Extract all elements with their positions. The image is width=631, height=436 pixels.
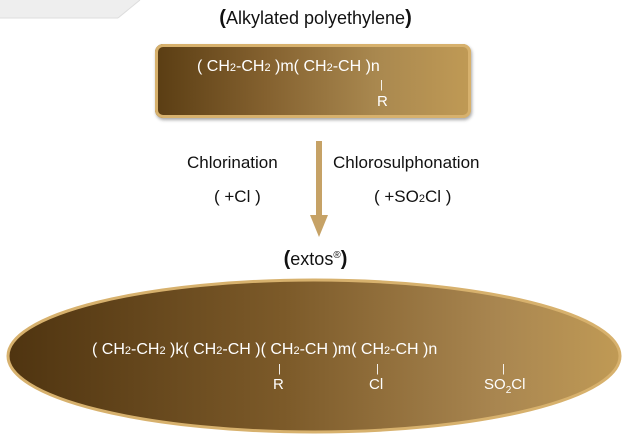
- chlorination-label: Chlorination: [187, 153, 278, 172]
- top-r-group: R: [377, 93, 388, 110]
- product-bond-bar-so2cl: |: [502, 363, 505, 375]
- chlorosulphonation-label: Chlorosulphonation: [333, 153, 480, 172]
- product-bond-bar-cl: |: [376, 363, 379, 375]
- product-bond-bar-r: |: [278, 363, 281, 375]
- product-formula: ( CH2-CH2 )k( CH2-CH )( CH2-CH )m( CH2-C…: [92, 341, 438, 358]
- product-so2cl-group: SO2Cl: [484, 376, 526, 396]
- product-r-group: R: [273, 376, 284, 393]
- corner-decoration: [0, 0, 141, 19]
- chlorosulphonation-reagent: ( +SO2Cl ): [374, 187, 452, 206]
- product-heading: (extos®): [283, 248, 348, 270]
- product-ellipse: [6, 278, 622, 434]
- chlorination-reagent: ( +Cl ): [214, 187, 261, 206]
- product-cl-group: Cl: [369, 376, 384, 393]
- reaction-arrow: [310, 141, 328, 237]
- top-heading: (Alkylated polyethylene): [219, 7, 412, 29]
- alkylated-polyethylene-box: ( CH2-CH2 )m( CH2-CH )n | R: [155, 44, 471, 118]
- top-bond-bar: |: [380, 79, 383, 91]
- top-formula: ( CH2-CH2 )m( CH2-CH )n: [197, 58, 380, 75]
